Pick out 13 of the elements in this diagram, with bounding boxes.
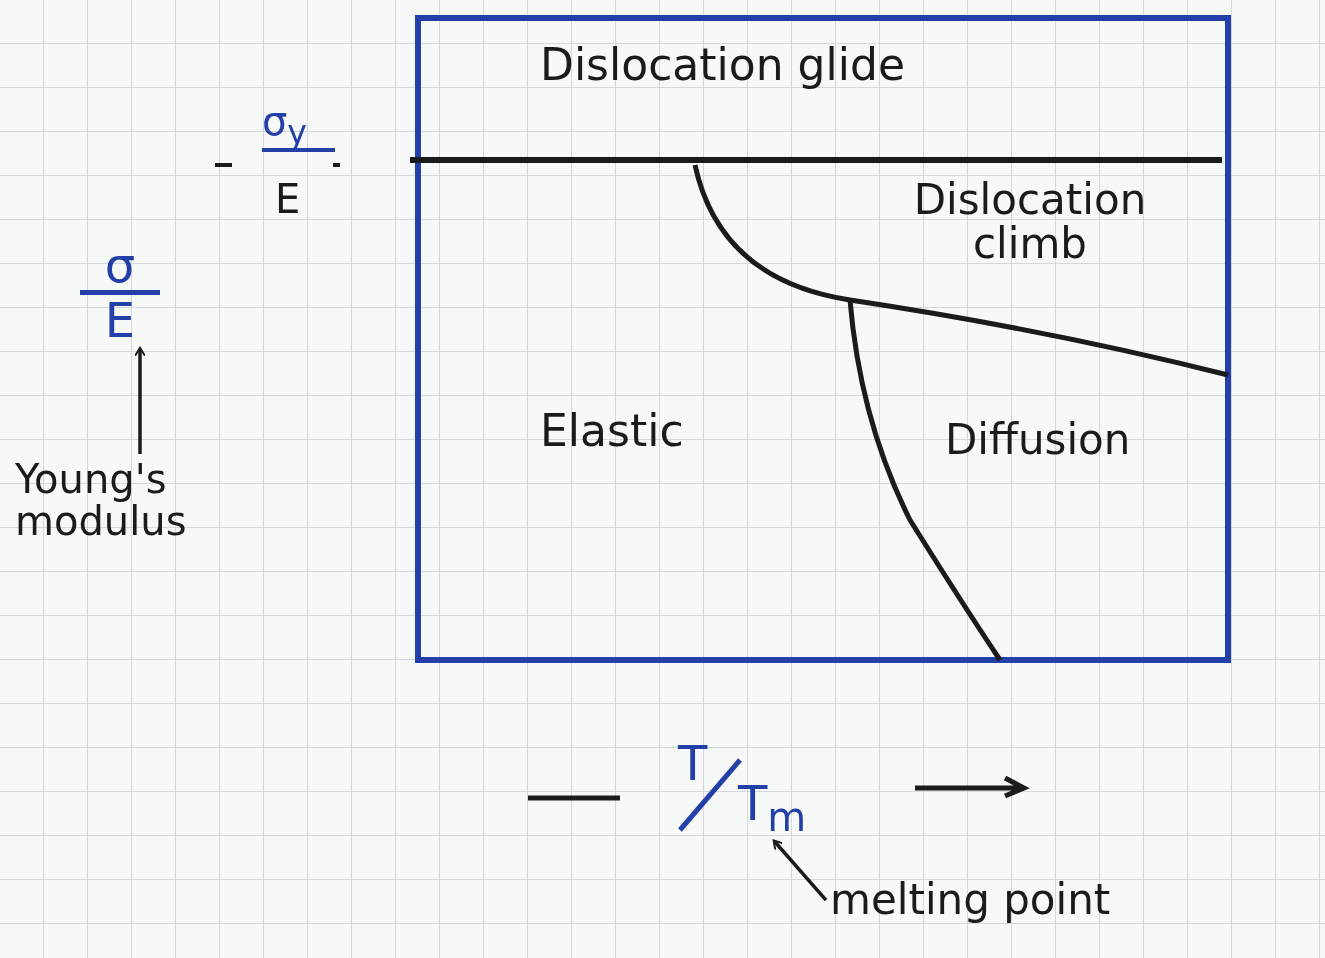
axis-label-denominator: T$_{m}$ bbox=[738, 778, 808, 838]
axis-label-numerator: T bbox=[678, 738, 709, 789]
axis-label-denominator: E bbox=[103, 295, 137, 346]
region-label: Dislocation glide bbox=[540, 42, 906, 89]
leader-arrow bbox=[134, 346, 146, 454]
leader-arrow bbox=[772, 839, 828, 902]
stress-label: E bbox=[275, 178, 302, 220]
region-label: Dislocation climb bbox=[912, 178, 1148, 267]
annotation-text: Young's modulus bbox=[15, 458, 188, 542]
annotation-text: melting point bbox=[830, 878, 1112, 923]
axis-label-numerator: σ bbox=[80, 240, 160, 296]
region-label: Elastic bbox=[540, 408, 685, 455]
region-label: Diffusion bbox=[945, 418, 1132, 463]
